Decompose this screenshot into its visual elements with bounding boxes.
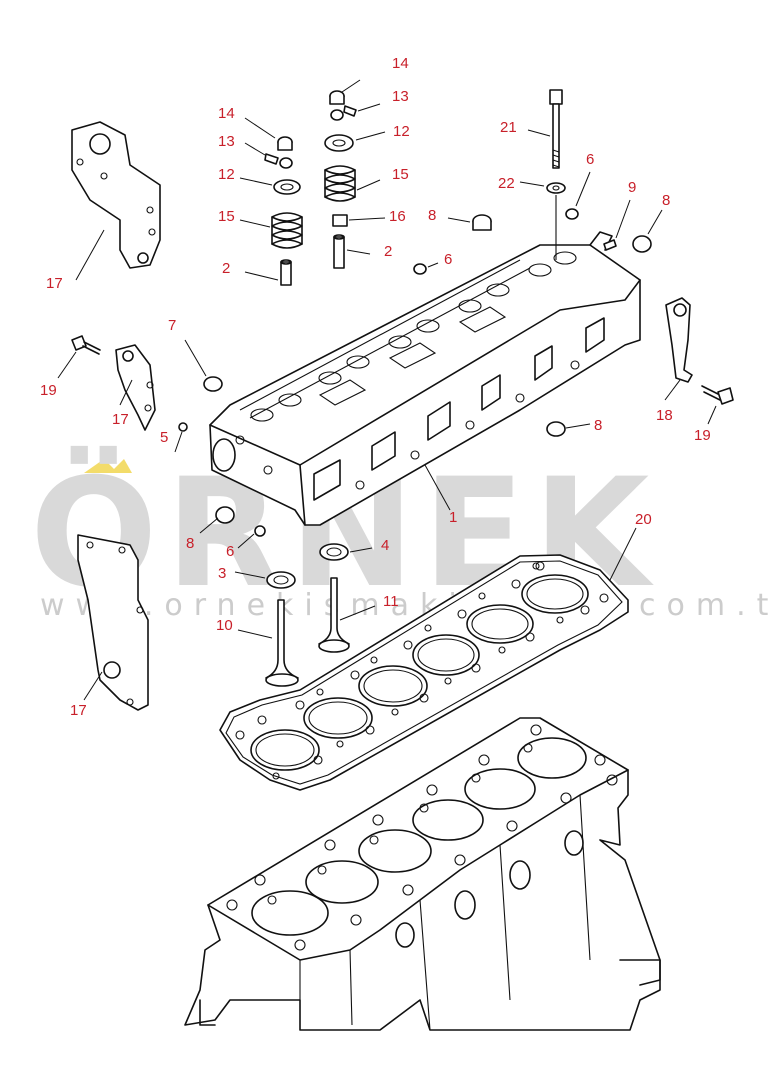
small-parts-upper <box>178 208 652 537</box>
callout-2: 2 <box>222 260 230 277</box>
bolt-right <box>701 385 734 405</box>
callout-6: 6 <box>226 543 234 560</box>
callout-2: 2 <box>384 243 392 260</box>
callout-18: 18 <box>656 407 673 424</box>
head-gasket <box>219 554 629 791</box>
callout-10: 10 <box>216 617 233 634</box>
callout-4: 4 <box>381 537 389 554</box>
callout-14: 14 <box>392 55 409 72</box>
callout-8: 8 <box>662 192 670 209</box>
watermark-url: www.ornekismakinalari.com.tr <box>40 588 774 623</box>
watermark-accent-left <box>84 459 118 473</box>
watermark-accent-right <box>110 459 132 473</box>
callout-12: 12 <box>218 166 235 183</box>
callout-11: 11 <box>383 593 399 610</box>
callout-14: 14 <box>218 105 235 122</box>
callout-17: 17 <box>46 275 63 292</box>
callout-21: 21 <box>500 119 517 136</box>
callout-3: 3 <box>218 565 226 582</box>
callout-20: 20 <box>635 511 652 528</box>
callouts: 1 2 2 3 4 5 6 6 6 7 8 8 8 8 9 10 11 12 1… <box>40 55 711 719</box>
callout-16: 16 <box>389 208 406 225</box>
valve-intake <box>265 571 299 687</box>
callout-17: 17 <box>112 411 129 428</box>
callout-15: 15 <box>218 208 235 225</box>
callout-19: 19 <box>694 427 711 444</box>
bracket-small <box>115 344 156 431</box>
callout-1: 1 <box>449 509 457 526</box>
callout-6: 6 <box>444 251 452 268</box>
callout-7: 7 <box>168 317 176 334</box>
callout-19: 19 <box>40 382 57 399</box>
callout-6: 6 <box>586 151 594 168</box>
callout-9: 9 <box>628 179 636 196</box>
callout-15: 15 <box>392 166 409 183</box>
callout-5: 5 <box>160 429 168 446</box>
callout-13: 13 <box>392 88 409 105</box>
cylinder-head <box>209 231 641 526</box>
valve-exhaust <box>318 543 350 653</box>
lifting-bracket-top <box>71 121 161 269</box>
valve-stack-middle <box>324 90 357 269</box>
callout-13: 13 <box>218 133 235 150</box>
lifting-bracket-right <box>665 297 693 383</box>
cylinder-block <box>184 717 661 1031</box>
callout-17: 17 <box>70 702 87 719</box>
valve-stack-left <box>264 136 303 286</box>
head-bolt <box>546 89 566 260</box>
callout-8: 8 <box>186 535 194 552</box>
callout-8: 8 <box>428 207 436 224</box>
lifting-bracket-bottom <box>77 534 149 711</box>
callout-12: 12 <box>393 123 410 140</box>
leader-lines <box>57 79 717 701</box>
callout-8: 8 <box>594 417 602 434</box>
bolt-left <box>71 335 101 355</box>
callout-22: 22 <box>498 175 515 192</box>
